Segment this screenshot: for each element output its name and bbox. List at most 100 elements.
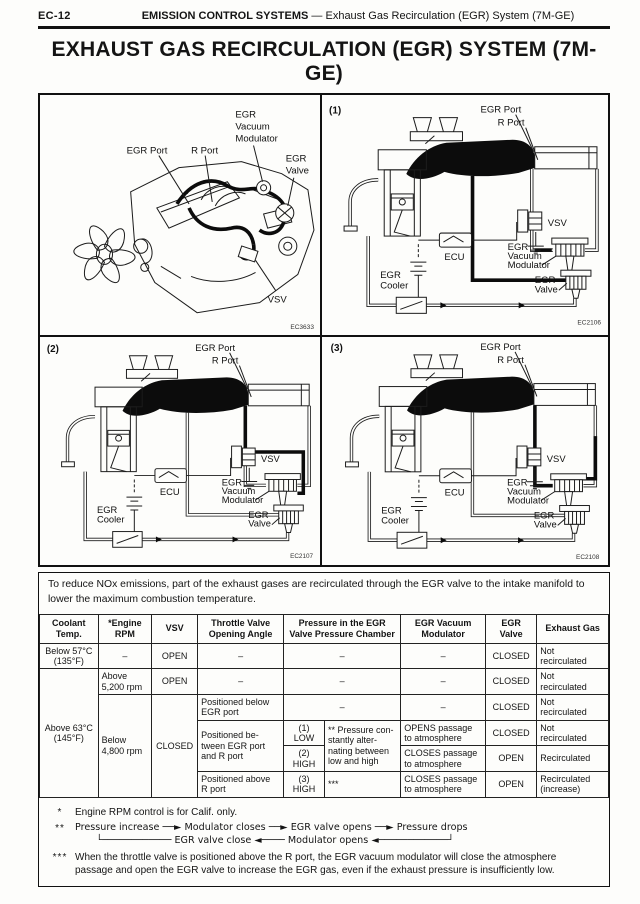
col-header-engine-rpm: *Engine RPM [97,613,153,644]
engine-block-icon [377,135,435,237]
col-header-exhaust-gas: Exhaust Gas [536,613,609,644]
egr-valve-label: EGR [534,509,555,520]
schematic-panel-3: (3) [321,336,609,566]
egr-valve-icon [275,203,295,223]
throttle-pipe-icon [534,146,598,170]
egr-cooler-label: Cooler [97,515,124,525]
egr-schematic-2: (2) [47,343,314,560]
exhaust-pipe-icon [61,414,96,468]
throttle-pipe-icon [533,383,596,406]
diagram-grid: EGR Port R Port EGR Vacuum Modulator EGR… [38,93,610,567]
exhaust-pipe-icon [345,414,380,468]
cell-throttle: Positioned above R port [197,770,285,798]
egr-port-label: EGR Port [195,343,235,353]
cell-throttle: Positioned be- tween EGR port and R port [197,719,285,772]
cell-pressure-level: (1) LOW [283,719,326,747]
table-row: Positioned above R port (3) HIGH *** CLO… [40,770,609,798]
pulley-icon [133,238,153,272]
egr-cooler-label: EGR [381,504,402,515]
cell-modulator: – [400,693,487,721]
engine-block-icon [130,161,315,314]
exhaust-pipe-icon [343,178,379,232]
cell-throttle: – [197,642,285,670]
ecu-icon [438,232,473,248]
r-port-label: R Port [191,146,218,157]
cell-coolant: Above 63°C (145°F) [39,668,99,798]
cell-pressure: – [283,693,402,721]
cell-pressure: – [283,668,402,695]
cell-coolant: Below 57°C (135°F) [39,642,99,670]
egr-vacuum-modulator-label: Modulator [222,495,263,505]
col-header-coolant-temp: Coolant Temp. [39,613,99,644]
ecu-icon [154,468,187,483]
footnote-2-cycle-diagram: Pressure increase ──► Modulator closes ─… [75,821,468,846]
panel-number: (1) [329,106,341,117]
footnote-3-marker: *** [52,851,68,863]
egr-port-label: EGR Port [127,146,168,157]
cell-valve: OPEN [485,770,538,798]
egr-valve-icon [560,269,592,299]
modulator-icon [550,473,587,507]
ecu-circuit [410,457,517,541]
header-separator: — [311,10,323,22]
operation-info-box: To reduce NOx emissions, part of the exh… [38,572,610,888]
cell-pressure-level: (2) HIGH [283,745,326,772]
footnotes: * Engine RPM control is for Calif. only.… [39,798,609,886]
egr-vacuum-modulator-label: Vacuum [507,486,541,497]
engine-illustration: EGR Port R Port EGR Vacuum Modulator EGR… [73,109,315,331]
ecu-label: ECU [160,487,180,497]
col-header-throttle: Throttle Valve Opening Angle [197,613,285,644]
modulator-icon [256,180,272,196]
col-header-vsv: VSV [151,613,199,644]
cell-pressure: – [283,642,402,670]
intro-text: To reduce NOx emissions, part of the exh… [48,579,585,605]
egr-valve-label: EGR [286,154,307,165]
cell-modulator: CLOSES passage to atmosphere [400,770,487,798]
vsv-label: VSV [268,295,288,306]
egr-valve-label: EGR [535,275,556,286]
vsv-icon [231,445,258,489]
page-number: EC-12 [38,10,71,22]
pipe-runs [367,405,598,544]
egr-valve-label: Valve [535,284,558,295]
vsv-icon [237,245,259,263]
header-title: EMISSION CONTROL SYSTEMS — Exhaust Gas R… [106,10,610,22]
cell-valve: CLOSED [485,668,538,695]
cell-modulator: – [400,668,487,695]
table-row: Above 63°C (145°F) Above 5,200 rpm OPEN … [39,668,609,798]
egr-vacuum-modulator-label: EGR [235,109,256,120]
footnote-1-marker: * [57,806,63,818]
egr-vacuum-modulator-label: Vacuum [235,121,269,132]
cell-valve: CLOSED [485,693,538,721]
cell-exhaust: Not recirculated [536,642,609,670]
header-rule [38,26,610,29]
modulator-icon [264,473,301,506]
cell-exhaust: Recirculated [536,745,609,772]
egr-cooler-label: EGR [380,270,401,281]
panel-number: (3) [331,343,343,354]
cell-pressure-level: (3) HIGH [283,770,326,798]
cell-modulator: OPENS passage to atmosphere [400,719,487,747]
footnote-3: *** When the throttle valve is positione… [45,851,601,877]
egr-vacuum-modulator-label: Modulator [235,133,278,144]
cell-exhaust: Not recirculated [536,668,609,695]
footnote-2-marker: ** [55,822,65,834]
table-row: Below 4,800 rpm CLOSED Positioned below … [40,693,609,798]
intake-horns-icon [410,354,464,379]
leader-lines [515,114,568,291]
egr-vacuum-modulator-label: Modulator [508,260,551,271]
egr-vacuum-modulator-label: Vacuum [222,486,256,496]
header-section: EMISSION CONTROL SYSTEMS [141,10,309,22]
col-header-egr-valve: EGR Valve [485,613,538,644]
vsv-icon [517,209,544,254]
egr-cooler-label: Cooler [381,514,409,525]
cell-modulator: CLOSES passage to atmosphere [400,745,487,772]
r-port-label: R Port [212,356,239,366]
figure-code: EC3633 [290,324,314,331]
fan-icon [73,225,136,284]
intake-plenum-icon [407,376,534,416]
cell-exhaust: Recirculated (increase) [536,770,609,798]
panel-number: (2) [47,344,59,355]
cell-valve: CLOSED [485,719,538,747]
cell-vsv: OPEN [151,668,199,695]
